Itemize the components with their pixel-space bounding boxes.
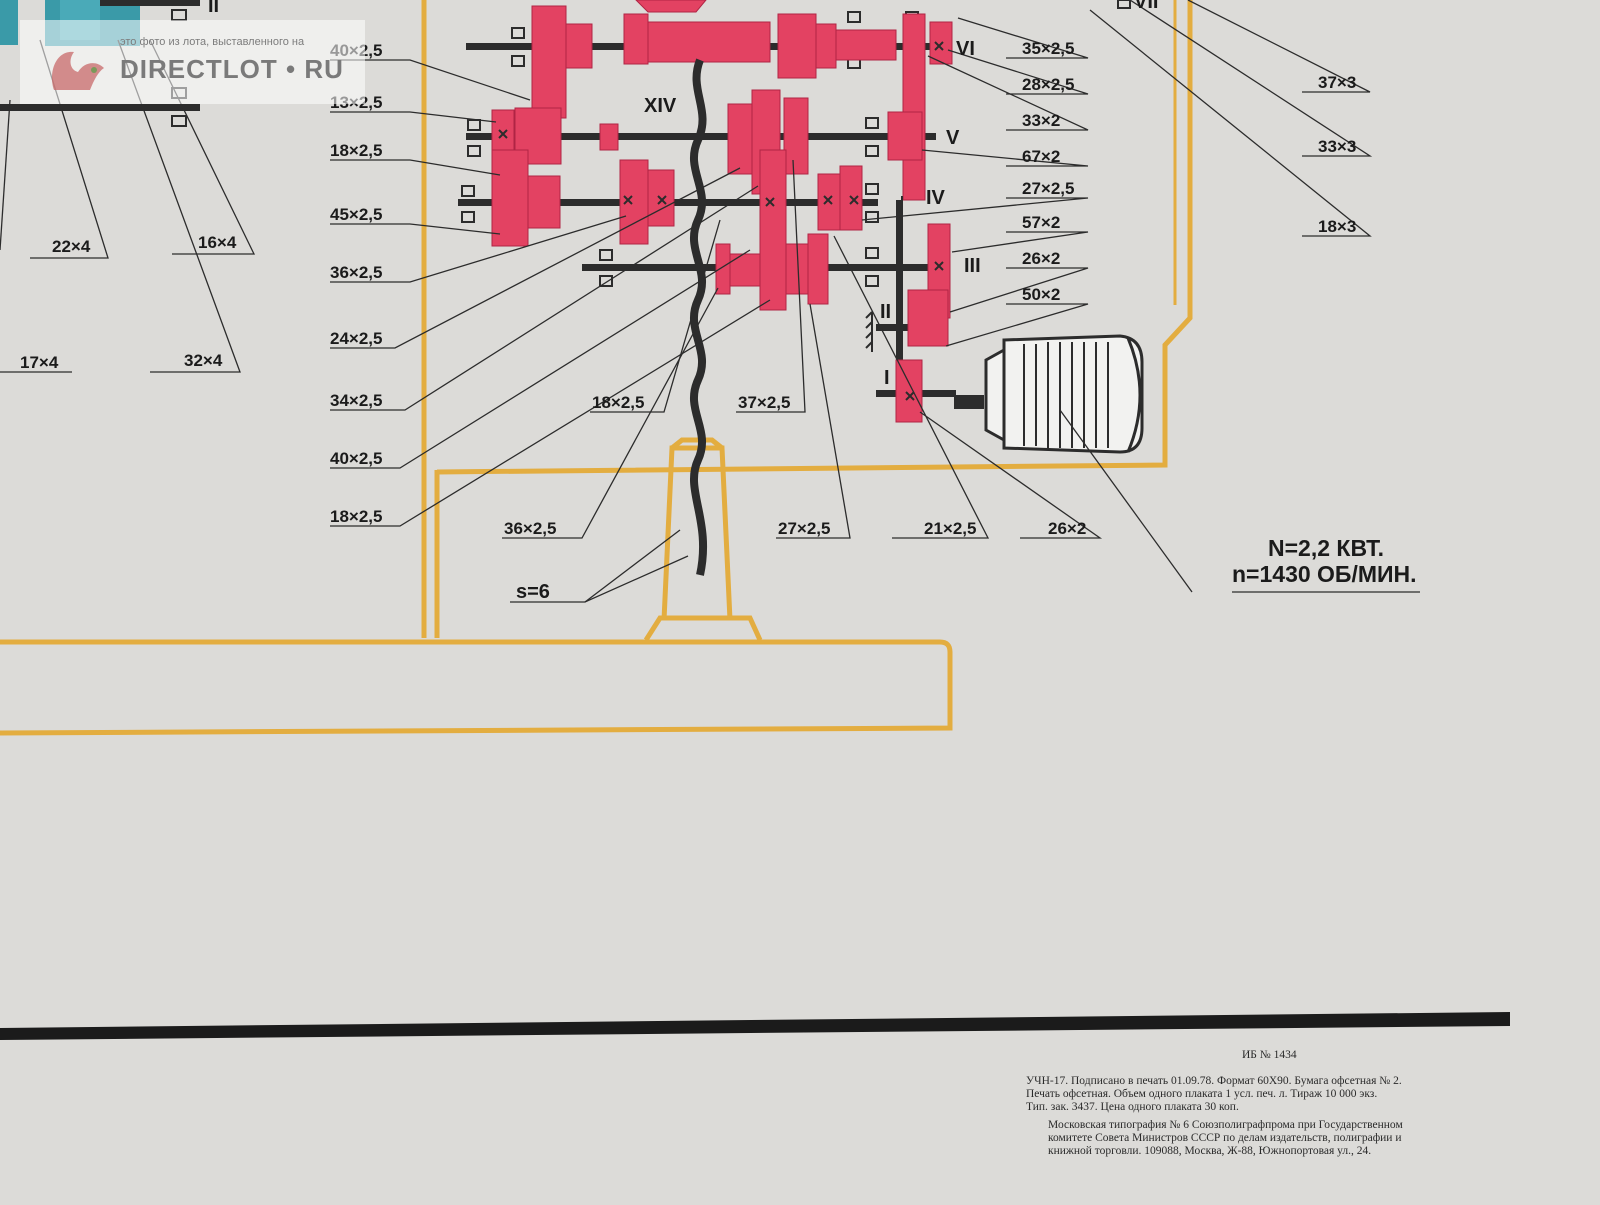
gear-40x25-top: [531, 5, 567, 119]
gear-18x25-mid: [759, 149, 787, 311]
leader-lines: [0, 0, 1420, 603]
bottom-rule: [0, 1012, 1510, 1040]
label-33x3: 33×3: [1318, 137, 1356, 156]
numeral-ii: II: [880, 301, 891, 323]
motor-spec: N=2,2 КВТ. n=1430 ОБ/МИН.: [1232, 535, 1417, 587]
gear-45x25: [491, 149, 529, 247]
ground-hatch: [865, 311, 873, 352]
label-22x4: 22×4: [52, 237, 91, 256]
label-27x25-bottom: 27×2,5: [778, 519, 830, 538]
squirrel-logo-icon: [52, 51, 104, 90]
numeral-vi: VI: [956, 38, 975, 60]
label-34x25: 34×2,5: [330, 391, 382, 410]
watermark-caption: это фото из лота, выставленного на: [120, 36, 305, 48]
label-57x2: 57×2: [1022, 213, 1060, 232]
numeral-i: I: [884, 367, 890, 389]
numeral-v: V: [946, 127, 960, 149]
label-18x25-low: 18×2,5: [330, 507, 382, 526]
gear-33x2: [887, 111, 923, 161]
label-36x25-left: 36×2,5: [330, 263, 382, 282]
gear-67x2: [902, 13, 926, 201]
numeral-iv: IV: [926, 187, 946, 209]
label-33x2: 33×2: [1022, 111, 1060, 130]
label-67x2: 67×2: [1022, 147, 1060, 166]
watermark: это фото из лота, выставленного на DIREC…: [20, 20, 365, 104]
shaft-numerals: VI V IV III II I XIV II VII: [208, 0, 1158, 389]
bearings: [461, 0, 1131, 287]
label-18x25-mid: 18×2,5: [592, 393, 644, 412]
label-feed: s=6: [516, 581, 550, 603]
imprint-line-5: комитете Совета Министров СССР по делам …: [1048, 1132, 1402, 1144]
label-17x4: 17×4: [20, 353, 59, 372]
gear-markers: [498, 41, 944, 401]
numeral-top-ii: II: [208, 0, 219, 17]
imprint: ИБ № 1434 УЧН-17. Подписано в печать 01.…: [1026, 1049, 1403, 1157]
watermark-brand: DIRECTLOT • RU: [120, 54, 344, 84]
gear-train: [491, 0, 953, 423]
numeral-vii: VII: [1134, 0, 1158, 13]
label-18x3: 18×3: [1318, 217, 1356, 236]
label-37x25: 37×2,5: [738, 393, 790, 412]
imprint-line-1: УЧН-17. Подписано в печать 01.09.78. Фор…: [1026, 1075, 1402, 1087]
label-45x25: 45×2,5: [330, 205, 382, 224]
label-21x25: 21×2,5: [924, 519, 976, 538]
motor-speed: n=1430 ОБ/МИН.: [1232, 561, 1417, 587]
motor-power: N=2,2 КВТ.: [1268, 535, 1384, 561]
label-32x4: 32×4: [184, 351, 223, 370]
gear-50x2: [907, 289, 949, 347]
imprint-line-6: книжной торговли. 109088, Москва, Ж-88, …: [1048, 1145, 1371, 1157]
gear-labels: 40×2,5 13×2,5 18×2,5 45×2,5 36×2,5 24×2,…: [20, 39, 1356, 603]
label-36x25-bottom: 36×2,5: [504, 519, 556, 538]
label-18x25-left: 18×2,5: [330, 141, 382, 160]
label-28x25: 28×2,5: [1022, 75, 1074, 94]
gear-26x2-bottom: [895, 359, 923, 423]
electric-motor: [954, 334, 1144, 454]
machine-frame: [0, 0, 1193, 736]
imprint-ib-number: ИБ № 1434: [1242, 1049, 1297, 1061]
imprint-line-3: Тип. зак. 3437. Цена одного плаката 30 к…: [1026, 1101, 1239, 1113]
imprint-line-2: Печать офсетная. Объем одного плаката 1 …: [1026, 1088, 1377, 1100]
label-37x3: 37×3: [1318, 73, 1356, 92]
label-27x25-right: 27×2,5: [1022, 179, 1074, 198]
label-26x2-right: 26×2: [1022, 249, 1060, 268]
numeral-xiv: XIV: [644, 95, 677, 117]
label-24x25: 24×2,5: [330, 329, 382, 348]
imprint-line-4: Московская типография № 6 Союзполиграфпр…: [1048, 1119, 1403, 1131]
numeral-iii: III: [964, 255, 981, 277]
label-50x2: 50×2: [1022, 285, 1060, 304]
lead-screw: [690, 58, 708, 576]
label-40x25-low: 40×2,5: [330, 449, 382, 468]
label-26x2-bottom: 26×2: [1048, 519, 1086, 538]
label-35x25: 35×2,5: [1022, 39, 1074, 58]
label-16x4: 16×4: [198, 233, 237, 252]
